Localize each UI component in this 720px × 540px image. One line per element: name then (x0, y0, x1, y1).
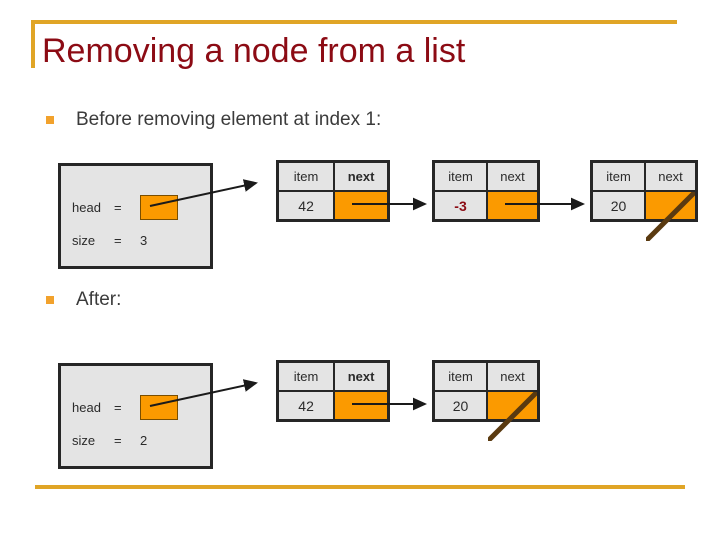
head-equals: = (114, 200, 122, 215)
node-value-row: 42 (279, 192, 387, 219)
node-next-header: next (500, 369, 525, 384)
node-item-value: 20 (593, 192, 647, 219)
node-header-row: item next (435, 163, 537, 192)
head-label: head (72, 200, 101, 215)
bullet-before-label: Before removing element at index 1: (76, 109, 382, 130)
list-node-before-2: item next 20 (590, 160, 698, 222)
head-variable-row-after: head = (72, 395, 178, 420)
head-variable-row-before: head = (72, 195, 178, 220)
size-label: size (72, 233, 96, 248)
node-value-row: 20 (435, 392, 537, 419)
node-next-header: next (500, 169, 525, 184)
size-equals: = (114, 433, 122, 448)
head-pointer-swatch-icon (140, 195, 178, 220)
node-item-header: item (279, 363, 336, 390)
head-equals: = (114, 400, 122, 415)
list-node-after-0: item next 42 (276, 360, 390, 422)
list-node-before-1: item next -3 (432, 160, 540, 222)
node-header-row: item next (435, 363, 537, 392)
slide-bottom-accent-line (35, 485, 685, 489)
node-header-row: item next (279, 163, 387, 192)
variables-box-after: head = size = 2 (58, 363, 213, 469)
slide-left-accent-bar (31, 20, 35, 68)
node-item-header: item (435, 363, 489, 390)
node-next-pointer-cell (488, 192, 537, 219)
node-next-header: next (658, 169, 683, 184)
size-variable-row-before: size = 3 (72, 233, 147, 248)
node-next-header: next (347, 169, 375, 184)
node-next-null-cell (646, 192, 695, 219)
node-value-row: -3 (435, 192, 537, 219)
node-next-header: next (347, 369, 375, 384)
size-value: 3 (140, 233, 148, 248)
head-label: head (72, 400, 101, 415)
size-value: 2 (140, 433, 148, 448)
node-item-value: 42 (279, 392, 336, 419)
node-next-null-cell (488, 392, 537, 419)
size-label: size (72, 433, 96, 448)
list-node-after-1: item next 20 (432, 360, 540, 422)
node-value-row: 42 (279, 392, 387, 419)
size-equals: = (114, 233, 122, 248)
null-pointer-slash-icon (488, 392, 537, 441)
bullet-after: After: (46, 288, 121, 312)
node-header-row: item next (279, 363, 387, 392)
bullet-after-label: After: (76, 289, 122, 310)
node-next-pointer-cell (335, 192, 387, 219)
bullet-before: Before removing element at index 1: (46, 108, 381, 132)
page-title: Removing a node from a list (42, 32, 466, 70)
node-item-header: item (593, 163, 647, 190)
node-item-header: item (435, 163, 489, 190)
size-variable-row-after: size = 2 (72, 433, 147, 448)
null-pointer-slash-icon (646, 192, 695, 241)
node-item-header: item (279, 163, 336, 190)
node-item-value: -3 (435, 192, 489, 219)
node-item-value: 42 (279, 192, 336, 219)
bullet-square-icon (46, 116, 54, 124)
bullet-square-icon (46, 296, 54, 304)
node-next-pointer-cell (335, 392, 387, 419)
variables-box-before: head = size = 3 (58, 163, 213, 269)
list-node-before-0: item next 42 (276, 160, 390, 222)
node-item-value: 20 (435, 392, 489, 419)
node-header-row: item next (593, 163, 695, 192)
node-value-row: 20 (593, 192, 695, 219)
head-pointer-swatch-icon (140, 395, 178, 420)
slide-top-accent-line (31, 20, 677, 24)
